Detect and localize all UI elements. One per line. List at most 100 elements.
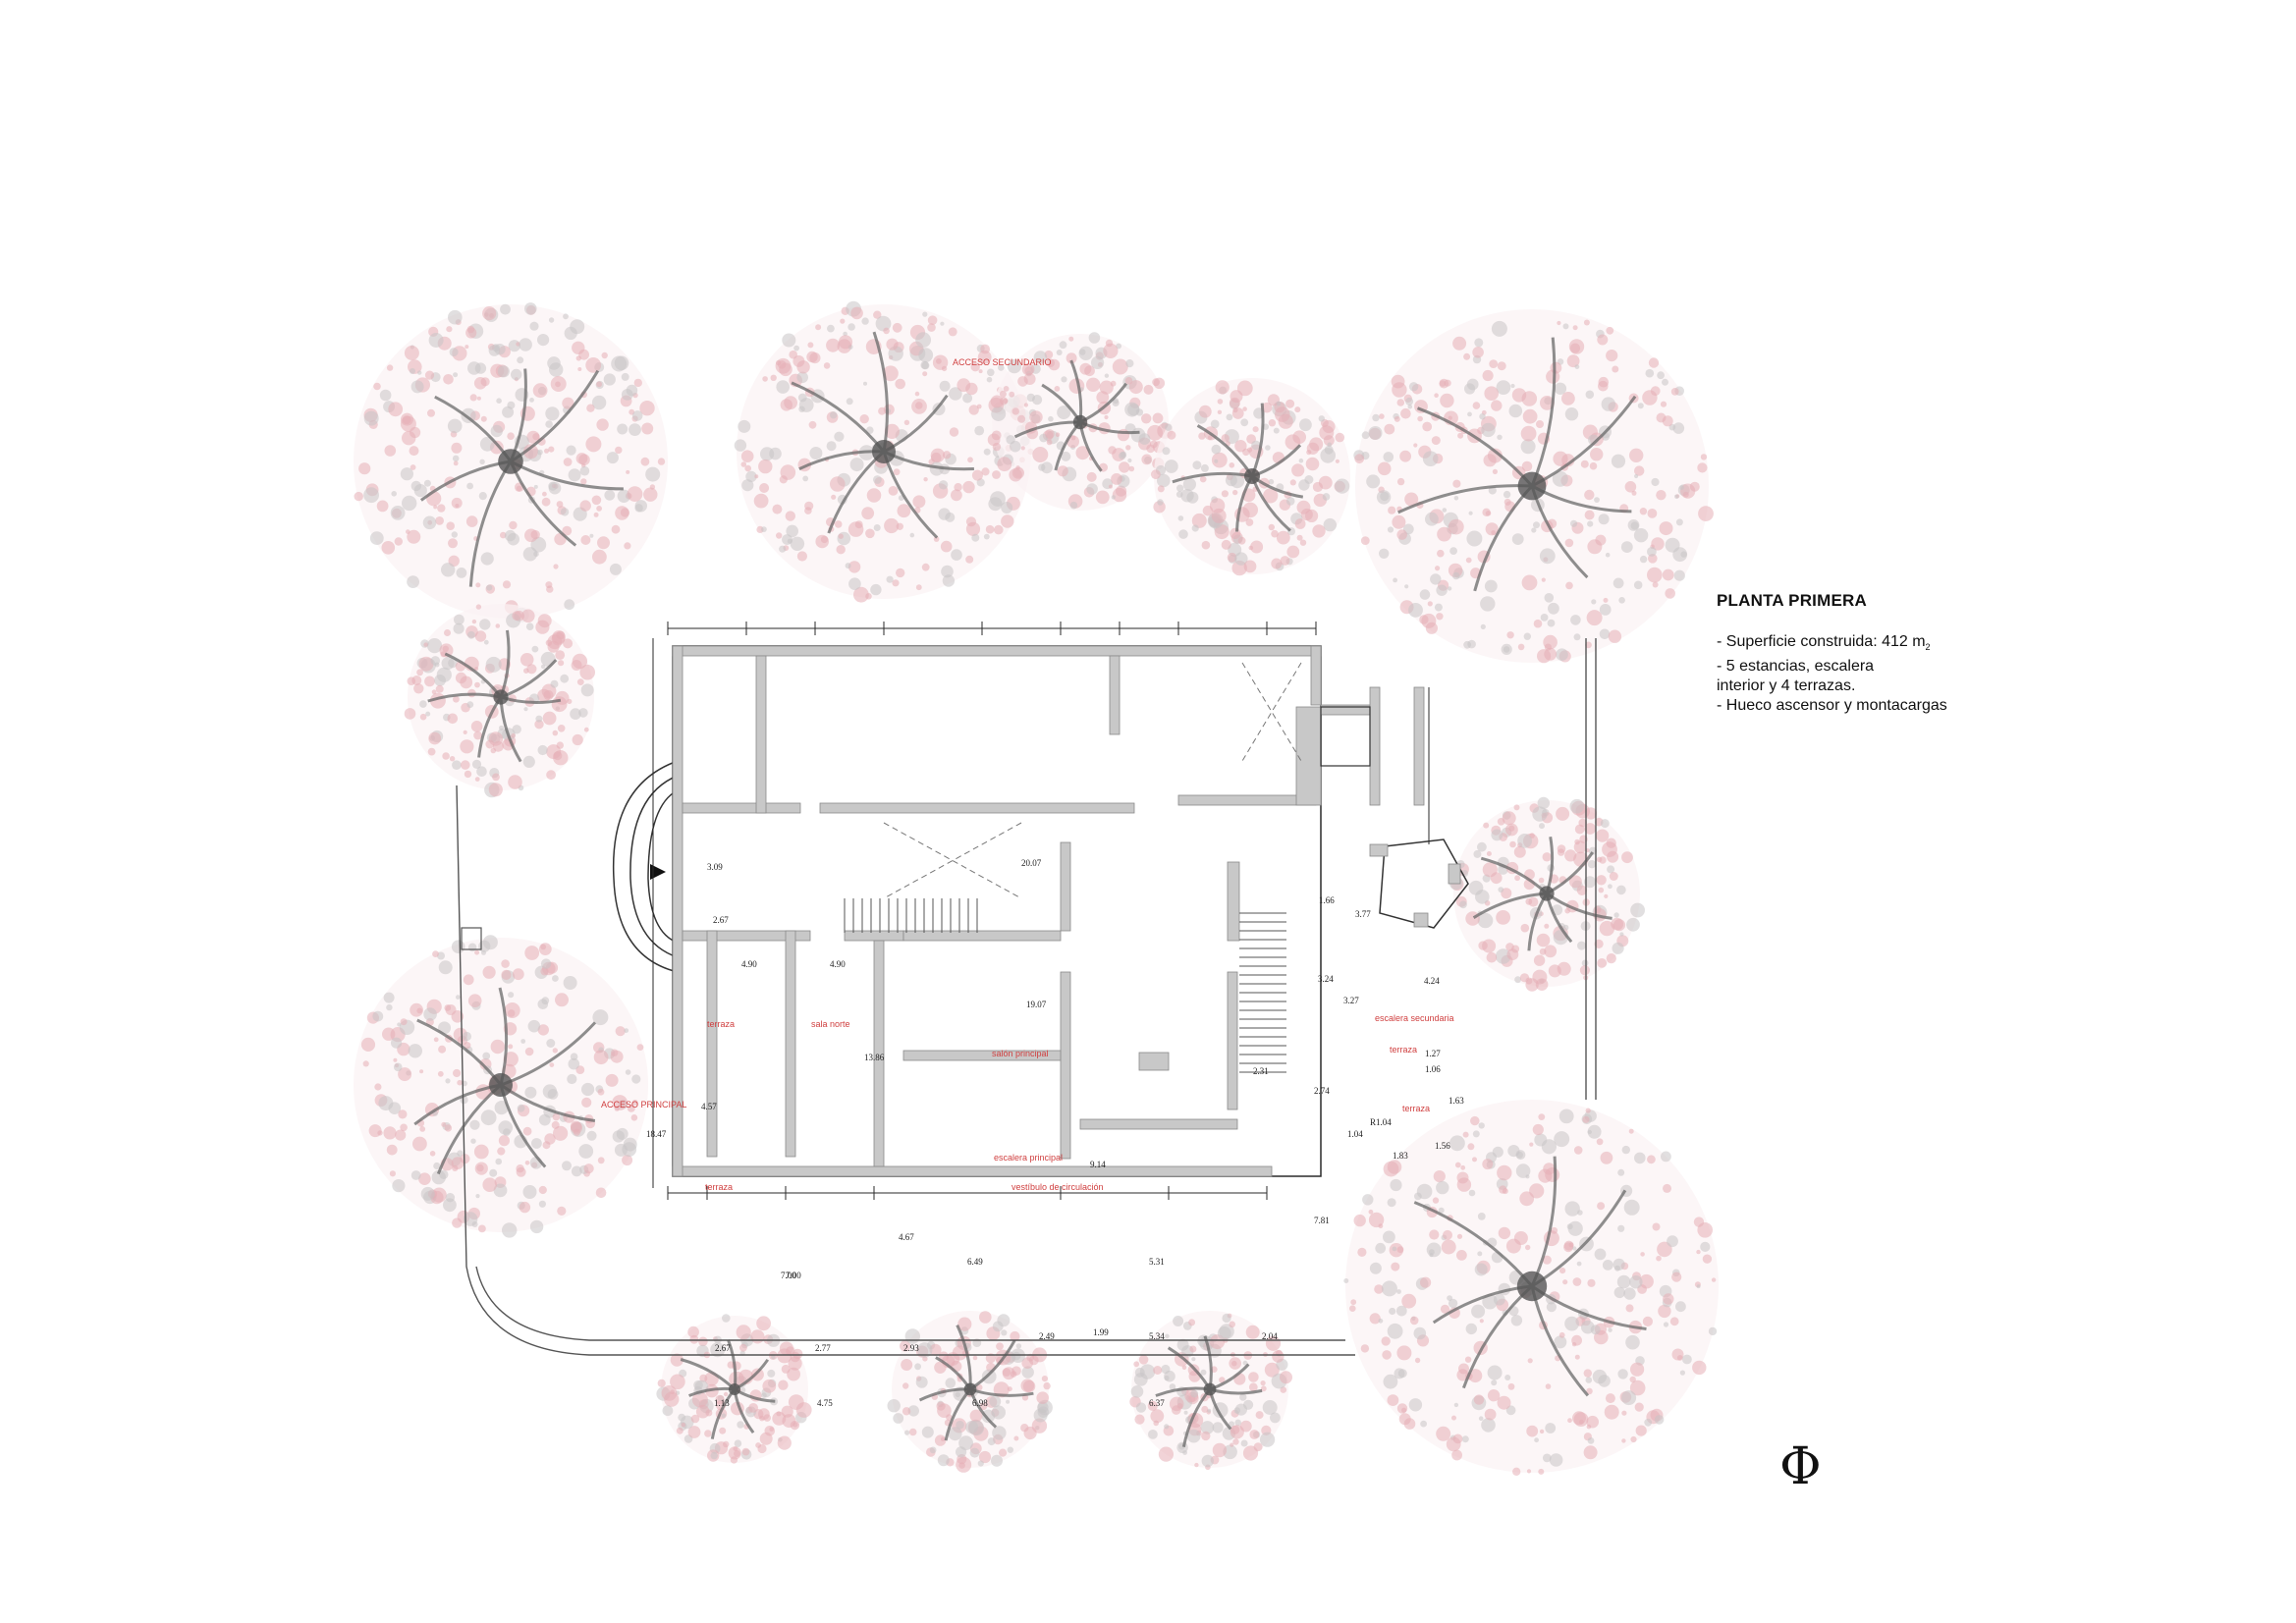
dimension-label: R1.04 (1370, 1117, 1392, 1127)
wall (1369, 843, 1389, 857)
garden-path-edge-inner (475, 1266, 1345, 1341)
dimension-label: 4.75 (817, 1398, 833, 1408)
tree-canopies (354, 300, 1719, 1477)
wall-west (672, 645, 683, 1177)
east-terrace (1379, 839, 1469, 929)
dimension-label: 5.31 (1149, 1257, 1165, 1267)
wall (1060, 971, 1071, 1160)
dimension-label: 7.81 (1314, 1216, 1330, 1225)
summary-line-area: - Superficie construida: 412 m2 (1717, 633, 1931, 653)
building-plan (652, 622, 1469, 1200)
site-post (461, 927, 482, 950)
tree-canopy-2 (734, 300, 1035, 603)
room-label: ACCESO PRINCIPAL (601, 1100, 686, 1109)
tree-canopy-12 (1129, 1311, 1292, 1471)
dimension-label: 1.04 (1347, 1129, 1363, 1139)
dimension-label: 1.63 (1449, 1096, 1464, 1106)
double-height-void (883, 822, 1022, 899)
main-stair (1239, 912, 1286, 1073)
tree-canopy-6 (404, 604, 595, 798)
dimension-label: 2.77 (815, 1343, 831, 1353)
tree-canopy-5 (1353, 309, 1714, 664)
wall (1138, 1052, 1170, 1071)
dimension-label: 18.47 (646, 1129, 667, 1139)
plan-title: PLANTA PRIMERA (1717, 591, 1867, 610)
dimension-label: 4.57 (701, 1102, 717, 1111)
tree-canopy-11 (887, 1311, 1053, 1473)
wall-north (672, 645, 1322, 657)
tree-canopy-7 (1449, 796, 1645, 992)
summary-line-terraces: interior y 4 terrazas. (1717, 677, 1856, 695)
dimension-label: 6.98 (972, 1398, 988, 1408)
wall (785, 930, 796, 1158)
wall (706, 930, 718, 1158)
dimension-label: 2.67 (713, 915, 729, 925)
dimension-label: 2.31 (1253, 1066, 1269, 1076)
wall-east-upper (1310, 645, 1322, 706)
dimension-label: 20.07 (1021, 858, 1042, 868)
garden-path-edge (456, 784, 1355, 1356)
dimension-label: 7.00 (781, 1271, 796, 1280)
entrance-steps (612, 760, 679, 973)
dimension-label: 1.06 (1425, 1064, 1441, 1074)
dimension-label: 2.74 (1314, 1086, 1330, 1096)
plan-info: PLANTA PRIMERA - Superficie construida: … (1717, 591, 2267, 716)
dimension-label: 19.07 (1026, 1000, 1047, 1009)
site-lines (456, 638, 1597, 1356)
wall (1369, 686, 1381, 806)
entrance-arrow-icon (650, 864, 666, 880)
summary-line-elevator: - Hueco ascensor y montacargas (1717, 697, 1947, 715)
wall (902, 930, 1062, 942)
room-label: terraza (705, 1182, 733, 1192)
wall (873, 940, 885, 1167)
dimension-label: 3.77 (1355, 909, 1371, 919)
wall (1295, 706, 1322, 806)
dimension-label: 1.56 (1435, 1141, 1450, 1151)
wall (819, 802, 1135, 814)
dimension-label: 1.99 (1093, 1327, 1109, 1337)
dimension-label: 2.49 (1039, 1331, 1055, 1341)
wall (1060, 841, 1071, 932)
dimension-label: 9.14 (1090, 1160, 1106, 1169)
dimension-label: 2.67 (715, 1343, 731, 1353)
summary-line-rooms: - 5 estancias, escalera (1717, 658, 1875, 676)
wall (682, 930, 811, 942)
secondary-stair (844, 898, 978, 933)
room-label: terraza (1402, 1104, 1430, 1113)
wall (755, 655, 767, 814)
dimension-label: 3.24 (1318, 974, 1334, 984)
tree-canopy-9 (1343, 1100, 1719, 1477)
tree-canopy-10 (656, 1314, 812, 1464)
dimension-label: 1.13 (714, 1398, 730, 1408)
room-label: terraza (707, 1019, 735, 1029)
dimension-label: 4.67 (899, 1232, 914, 1242)
dimension-label: 1.83 (1393, 1151, 1408, 1161)
dimension-label: 6.49 (967, 1257, 983, 1267)
service-lift (1320, 706, 1371, 767)
wall (1177, 794, 1317, 806)
room-label: vestíbulo de circulación (1011, 1182, 1104, 1192)
wall (1413, 686, 1425, 806)
dimension-label: 4.90 (741, 959, 757, 969)
room-label: salón principal (992, 1049, 1049, 1058)
tree-canopy-4 (1151, 378, 1350, 576)
room-label: escalera principal (994, 1153, 1063, 1163)
wall (1413, 912, 1429, 928)
tree-canopy-1 (354, 302, 668, 622)
wall (1227, 971, 1238, 1110)
dimension-label: 1.66 (1319, 895, 1335, 905)
dimension-label: 1.27 (1425, 1049, 1441, 1058)
wall (1079, 1118, 1238, 1130)
wall (1109, 655, 1121, 735)
wall (1227, 861, 1240, 942)
dimension-label: 5.34 (1149, 1331, 1165, 1341)
room-label: terraza (1390, 1045, 1417, 1055)
building-outline (672, 645, 1322, 1177)
dimension-label: 4.90 (830, 959, 846, 969)
dimension-label: 2.04 (1262, 1331, 1278, 1341)
entrance-steps-inner-2 (647, 789, 679, 944)
